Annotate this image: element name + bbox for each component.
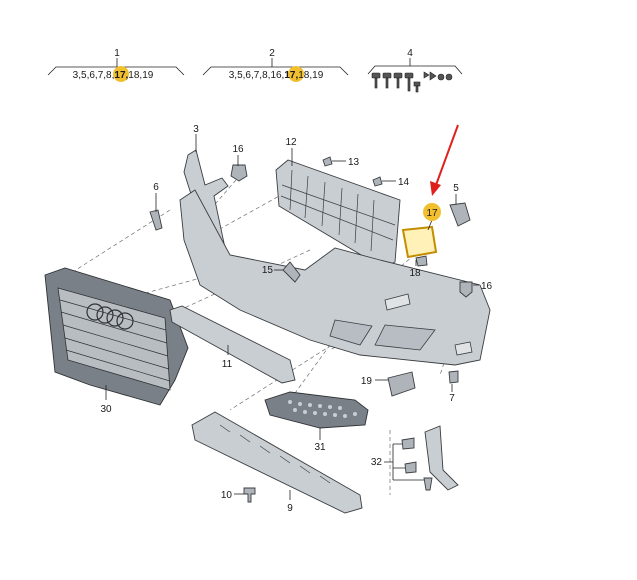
screw-part-13 xyxy=(322,156,333,167)
label-18: 18 xyxy=(409,268,421,279)
nut-clip-part-16-right xyxy=(459,281,473,298)
group-1-number: 1 xyxy=(114,48,120,59)
group-item: 7, xyxy=(98,70,106,81)
screw-part-10 xyxy=(243,487,256,503)
group-item: 18, xyxy=(128,70,142,81)
group-2-number: 2 xyxy=(269,48,275,59)
bracket-part-5 xyxy=(449,202,471,227)
group-2-bracket: 2 3,5,6,7,8,16,17,18,19 xyxy=(202,48,349,82)
underbody-panel-part xyxy=(191,411,363,514)
group-item: 6, xyxy=(245,70,253,81)
clip-part-7 xyxy=(448,370,459,384)
upper-mount-grid-part xyxy=(275,159,401,269)
nut-clip-part-16-top xyxy=(230,164,248,182)
group-4-number: 4 xyxy=(407,48,413,59)
label-19: 19 xyxy=(361,376,373,387)
bracket-part-15 xyxy=(282,261,301,283)
group-1-bracket: 1 3,5,6,7,8,17,18,19 xyxy=(47,48,185,82)
group-4-bracket: 4 xyxy=(367,48,463,93)
group-2-items: 3,5,6,7,8,16,17,18,19 xyxy=(229,70,324,81)
clip-part-18 xyxy=(415,255,428,267)
part-labels: 3 16 12 13 14 6 5 17 18 15 16 11 30 19 7… xyxy=(100,124,492,514)
group-item: 6, xyxy=(89,70,97,81)
bracket-part-32 xyxy=(401,425,459,491)
bumper-cover-part xyxy=(179,189,491,366)
leader-lines xyxy=(105,134,479,500)
group-item: 8, xyxy=(262,70,270,81)
group-2-highlight-circle xyxy=(288,66,304,82)
front-grille-part xyxy=(44,267,189,406)
label-3: 3 xyxy=(193,124,199,135)
clip-part-6 xyxy=(149,209,163,231)
lower-strip-part xyxy=(169,305,296,384)
label-17-highlight-circle xyxy=(423,203,441,221)
label-11: 11 xyxy=(222,359,233,370)
lower-grille-part xyxy=(264,391,369,429)
label-7: 7 xyxy=(449,393,455,404)
bracket-part-19 xyxy=(387,371,416,397)
group-item: 19 xyxy=(312,70,324,81)
group-1-highlight-circle xyxy=(113,66,129,82)
fasteners-icon xyxy=(371,71,453,93)
label-12: 12 xyxy=(285,137,297,148)
label-16-right: 16 xyxy=(481,281,493,292)
group-item: 5, xyxy=(237,70,245,81)
label-32: 32 xyxy=(371,457,383,468)
screw-part-14 xyxy=(372,176,383,187)
group-item: 17, xyxy=(284,70,298,81)
group-item: 16, xyxy=(270,70,284,81)
label-9: 9 xyxy=(287,503,293,514)
group-item: 18, xyxy=(298,70,312,81)
pointer-arrow xyxy=(430,124,459,196)
label-13: 13 xyxy=(348,157,360,168)
label-17: 17 xyxy=(426,208,438,219)
group-item: 17, xyxy=(114,70,128,81)
car-logo-rings xyxy=(86,303,134,330)
label-5: 5 xyxy=(453,183,459,194)
group-item: 3, xyxy=(229,70,237,81)
label-30: 30 xyxy=(100,404,112,415)
group-item: 5, xyxy=(81,70,89,81)
label-31: 31 xyxy=(314,442,326,453)
label-15: 15 xyxy=(262,265,274,276)
label-6: 6 xyxy=(153,182,159,193)
group-1-items: 3,5,6,7,8,17,18,19 xyxy=(73,70,154,81)
frame-part-17 xyxy=(401,225,438,259)
label-10: 10 xyxy=(221,490,233,501)
group-item: 7, xyxy=(254,70,262,81)
label-16-top: 16 xyxy=(232,144,244,155)
group-item: 3, xyxy=(73,70,81,81)
group-item: 8, xyxy=(106,70,114,81)
group-item: 19 xyxy=(142,70,154,81)
label-14: 14 xyxy=(398,177,410,188)
